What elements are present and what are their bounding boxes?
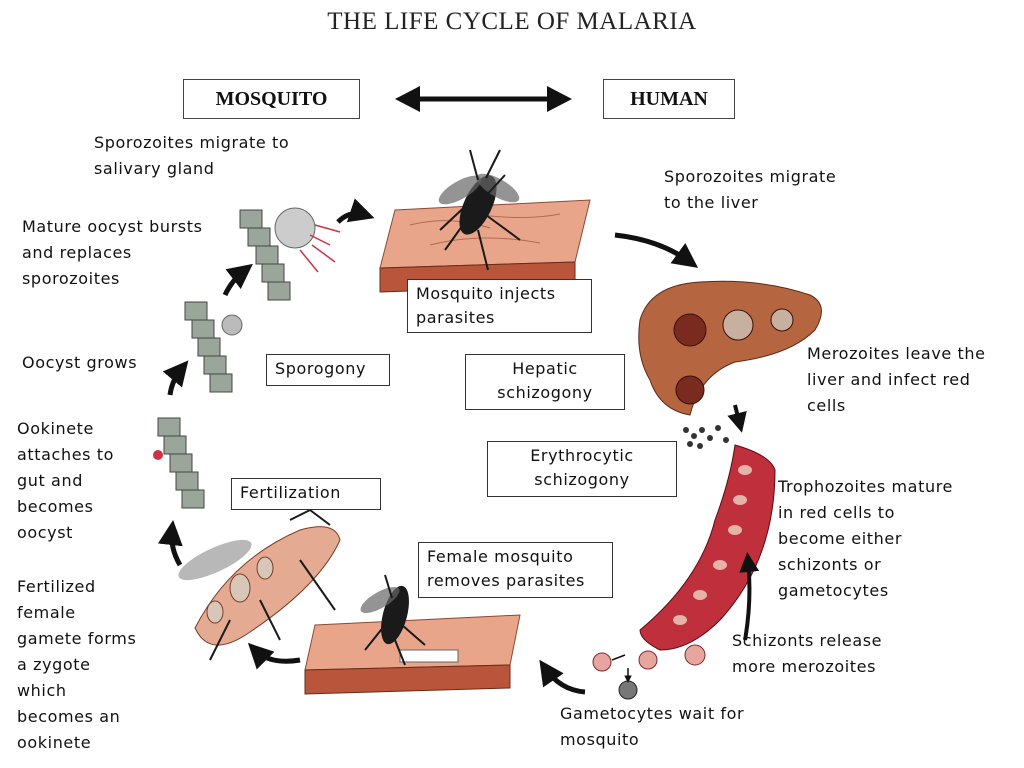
label-trophozoites: Trophozoites mature in red cells to beco… xyxy=(778,477,953,600)
skin-block-top xyxy=(379,199,591,293)
mosquito-bottom-icon xyxy=(360,574,426,666)
oocyst-chain-icon xyxy=(153,207,341,509)
mosquito-header: MOSQUITO xyxy=(183,79,360,119)
page-title: THE LIFE CYCLE OF MALARIA xyxy=(327,8,697,35)
label-fertilized-gamete: Fertilized female gamete forms a zygote … xyxy=(17,577,137,752)
mosquito-gut-icon xyxy=(178,508,341,661)
label-salivary-gland: Sporozoites migrate to salivary gland xyxy=(94,133,290,178)
label-gametocytes-wait: Gametocytes wait for mosquito xyxy=(560,704,745,749)
hepatic-schizogony-box: Hepatic schizogony xyxy=(465,354,625,410)
fertilization-box: Fertilization xyxy=(231,478,381,510)
blood-vessel-icon xyxy=(639,444,776,651)
red-cells-icon xyxy=(592,644,706,700)
liver-icon xyxy=(638,280,822,416)
human-header: HUMAN xyxy=(603,79,735,119)
skin-block-bottom xyxy=(304,614,521,695)
mosquito-injects-box: Mosquito injects parasites xyxy=(407,279,592,333)
label-ookinete: Ookinete attaches to gut and becomes ooc… xyxy=(17,419,115,542)
female-mosquito-removes-box: Female mosquito removes parasites xyxy=(418,542,613,598)
mosquito-top-icon xyxy=(438,149,521,271)
erythrocytic-schizogony-box: Erythrocytic schizogony xyxy=(487,441,677,497)
label-oocyst-grows: Oocyst grows xyxy=(22,353,138,372)
merozoite-dots xyxy=(683,425,729,449)
sporogony-box: Sporogony xyxy=(266,354,390,386)
label-liver-migration: Sporozoites migrate to the liver xyxy=(664,167,837,212)
label-schizonts-release: Schizonts release more merozoites xyxy=(732,631,883,676)
label-oocyst-bursts: Mature oocyst bursts and replaces sporoz… xyxy=(22,217,203,288)
label-merozoites-leave: Merozoites leave the liver and infect re… xyxy=(807,344,986,415)
double-arrow-icon xyxy=(395,86,572,112)
